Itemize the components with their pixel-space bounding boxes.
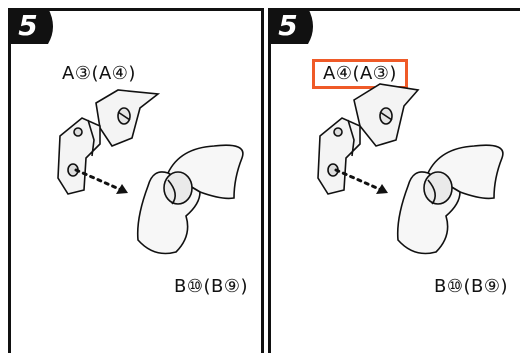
part-a-connector-piece bbox=[58, 118, 100, 194]
part-label-bottom: B⑩(B⑨) bbox=[434, 276, 508, 297]
part-a-wing-piece bbox=[96, 90, 158, 146]
instruction-panel-left: 5 A③(A④) B⑩(B⑨) bbox=[8, 8, 264, 353]
part-a-wing-piece bbox=[354, 84, 418, 146]
part-b-bow-piece bbox=[138, 145, 243, 253]
part-a-connector-piece bbox=[318, 118, 360, 194]
assembly-illustration bbox=[8, 8, 264, 353]
part-label-bottom: B⑩(B⑨) bbox=[174, 276, 248, 297]
instruction-panel-right: 5 A④(A③) B⑩(B⑨) bbox=[268, 8, 520, 353]
part-b-bow-piece bbox=[398, 145, 503, 253]
assembly-illustration bbox=[268, 8, 520, 353]
